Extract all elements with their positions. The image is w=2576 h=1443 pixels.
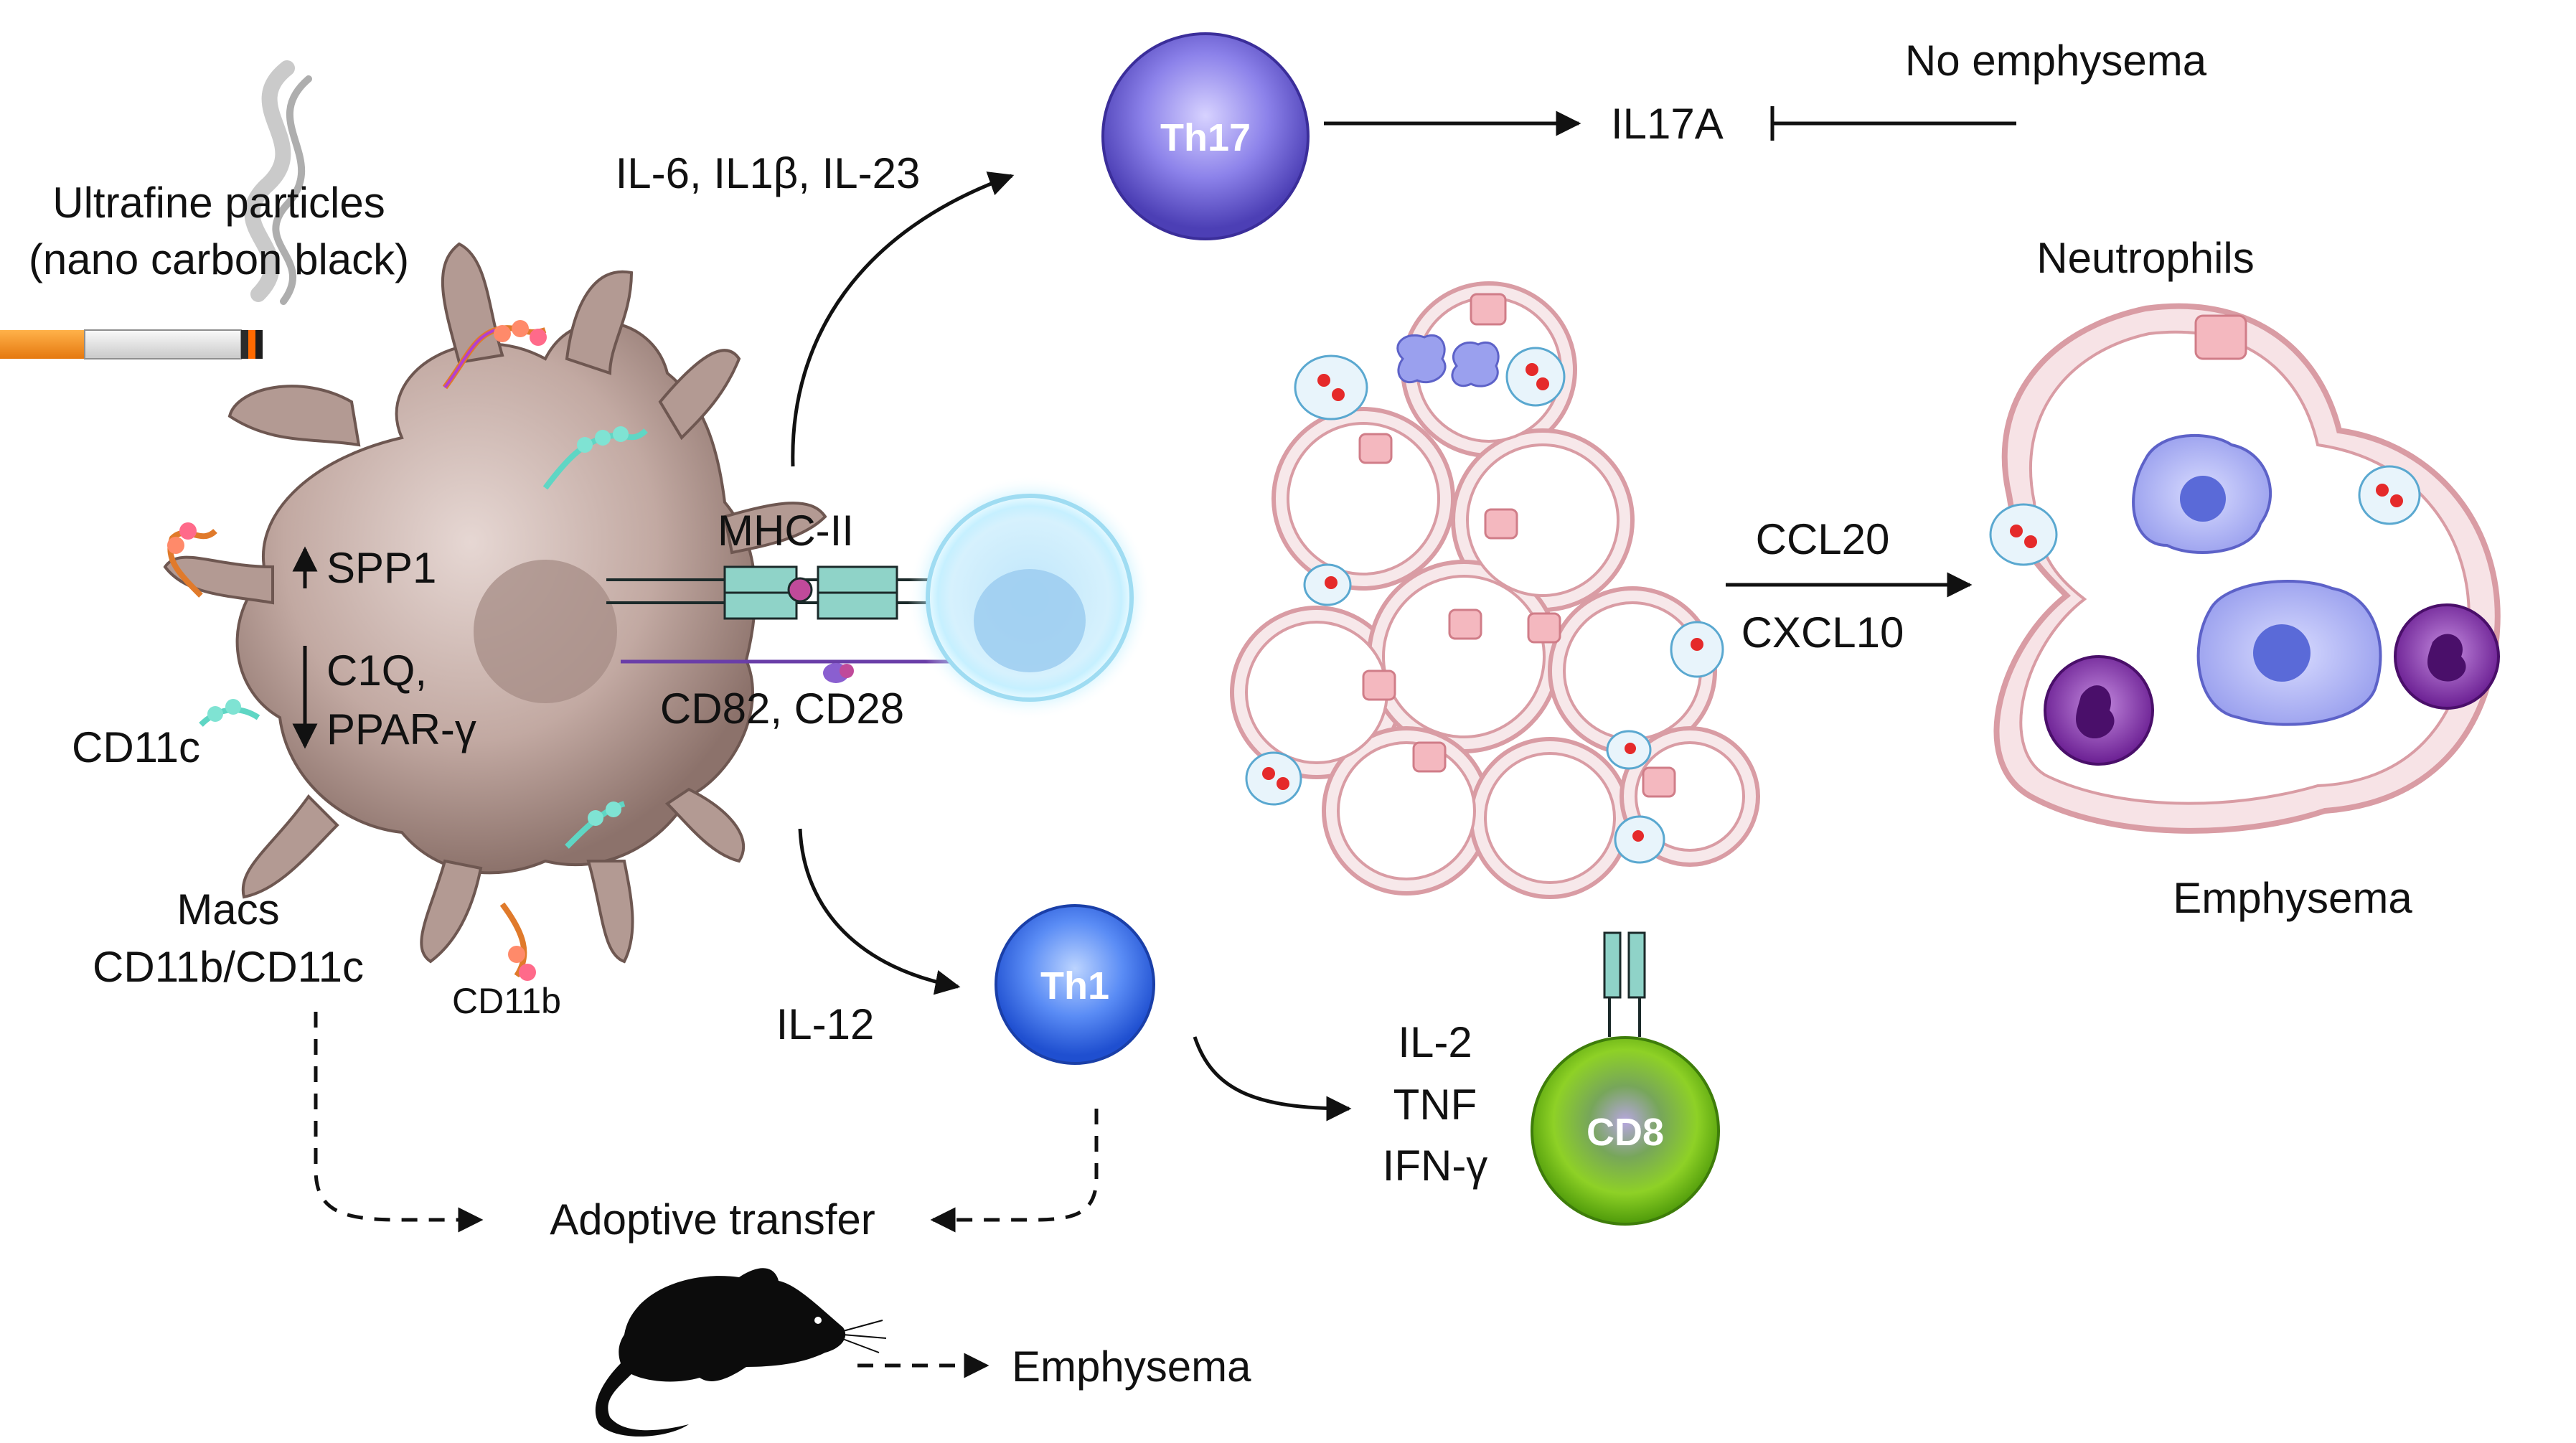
neutrophils-label: Neutrophils (2036, 234, 2255, 282)
cigarette-icon (0, 329, 263, 359)
no-emphysema-label: No emphysema (1905, 37, 2207, 85)
th17-cell: Th17 (1101, 32, 1310, 240)
macrophage-cell (163, 242, 827, 964)
cd11c-receptor-icon (199, 426, 648, 849)
arrow-to-th17 (791, 171, 1015, 467)
alveoli-cluster (1230, 281, 1760, 899)
cxcl10-label: CXCL10 (1741, 608, 1904, 657)
tnf-label: TNF (1393, 1081, 1477, 1129)
cd8-label: CD8 (1587, 1111, 1664, 1154)
il2-label: IL-2 (1398, 1018, 1472, 1066)
c1q-label: C1Q, (326, 647, 427, 695)
cd11b-receptor-icon (167, 320, 547, 981)
inhibition-line (1770, 106, 2016, 141)
mhc-complex-icon (606, 565, 962, 683)
cd11b-label: CD11b (452, 981, 561, 1021)
th1-cell: Th1 (995, 904, 1155, 1065)
cd11c-label: CD11c (72, 723, 200, 771)
spp1-label: SPP1 (326, 544, 436, 592)
ifng-label: IFN-γ (1383, 1142, 1488, 1190)
mhc-label: MHC-II (718, 507, 854, 555)
arrow-to-th1 (798, 828, 961, 995)
particles-label-line2: (nano carbon black) (29, 235, 409, 283)
dashed-arrow-th1-to-transfer (930, 1109, 1099, 1233)
mouse-icon (595, 1268, 887, 1437)
th1-label: Th1 (1040, 964, 1109, 1007)
cd82-cd28-label: CD82, CD28 (660, 685, 904, 733)
il12-label: IL-12 (776, 1000, 875, 1048)
adoptive-transfer-label: Adoptive transfer (550, 1195, 875, 1244)
emphysema-right-label: Emphysema (2173, 874, 2412, 922)
il17a-label: IL17A (1611, 100, 1724, 148)
il6-il1b-il23-label: IL-6, IL1β, IL-23 (616, 149, 921, 197)
dashed-arrow-macs-to-transfer (314, 1012, 484, 1233)
ccl20-label: CCL20 (1756, 515, 1890, 563)
cd8-cell: CD8 (1531, 931, 1720, 1226)
emphysema-bottom-label: Emphysema (1012, 1343, 1251, 1391)
arrow-th1-to-cytokines (1193, 1036, 1352, 1122)
macs-label-line2: CD11b/CD11c (93, 943, 364, 991)
th17-label: Th17 (1160, 116, 1251, 159)
macs-label-line1: Macs (177, 885, 279, 934)
emphysema-alveolus (1989, 303, 2501, 834)
t-cell (908, 476, 1152, 720)
ppar-label: PPAR-γ (326, 705, 476, 753)
smoke-icon (244, 60, 312, 305)
particles-label-line1: Ultrafine particles (52, 179, 385, 227)
